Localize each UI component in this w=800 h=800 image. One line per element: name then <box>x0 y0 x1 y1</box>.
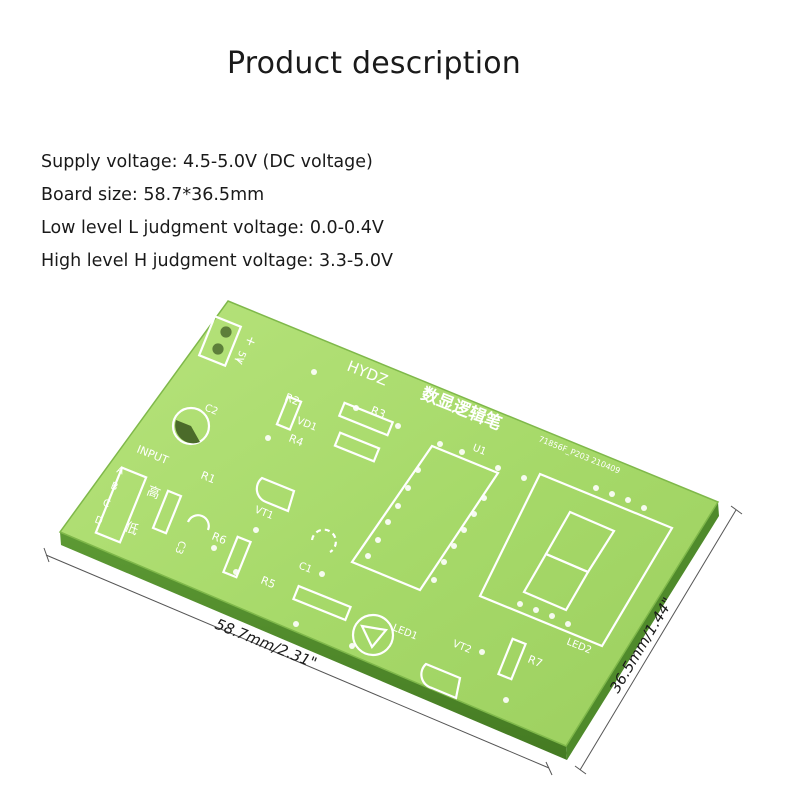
power-voltage-label: 5V <box>232 349 247 366</box>
resistor-r4 <box>333 431 381 463</box>
capacitor-c3 <box>186 514 210 531</box>
dimension-lines <box>43 505 743 776</box>
power-connector <box>197 314 243 368</box>
label-r5: R5 <box>259 574 277 592</box>
pin-c-label: C <box>101 498 112 511</box>
power-plus-label: + <box>243 333 259 351</box>
label-c2: C2 <box>203 403 220 418</box>
label-c1: C1 <box>297 561 314 576</box>
pin-d-label: D <box>93 515 105 528</box>
width-dimension-line <box>45 554 550 769</box>
capacitor-c2-mark <box>175 420 200 444</box>
spec-low-level: Low level L judgment voltage: 0.0-0.4V <box>41 218 384 238</box>
spec-list: Supply voltage: 4.5-5.0V (DC voltage) Bo… <box>41 146 393 278</box>
spec-supply-voltage: Supply voltage: 4.5-5.0V (DC voltage) <box>41 152 373 172</box>
transistor-vt1 <box>255 476 296 513</box>
label-r6: R6 <box>210 530 228 548</box>
label-r4: R4 <box>287 432 305 450</box>
width-dimension-tick-left <box>43 547 50 563</box>
spec-board-size: Board size: 58.7*36.5mm <box>41 185 265 205</box>
label-r3: R3 <box>369 404 387 422</box>
ic-socket-u1 <box>350 444 500 592</box>
spec-high-level: High level H judgment voltage: 3.3-5.0V <box>41 251 393 271</box>
solder-pad <box>220 326 232 338</box>
resistor-r5 <box>291 584 353 622</box>
label-u1: U1 <box>471 443 488 458</box>
resistor-r6 <box>221 535 253 579</box>
board-right-edge <box>566 502 719 760</box>
height-dimension-tick-bottom <box>574 765 587 775</box>
display-led2-frame <box>478 472 674 648</box>
display-segment-bottom <box>522 552 590 612</box>
resistor-r3 <box>337 401 395 437</box>
resistor-r2 <box>275 395 303 431</box>
resistor-r7 <box>496 637 528 681</box>
height-dimension-line <box>579 509 737 771</box>
capacitor-c2-outline <box>171 406 211 446</box>
label-r1: R1 <box>199 469 217 487</box>
label-r7: R7 <box>526 653 544 671</box>
solder-pad <box>212 343 224 355</box>
led1-outline <box>351 613 395 657</box>
board-front-edge <box>60 532 567 760</box>
solder-pads <box>211 369 647 703</box>
height-dimension-tick-top <box>730 505 743 515</box>
high-label-cn: 高 <box>145 483 163 503</box>
label-c3: C3 <box>172 539 187 556</box>
silkscreen <box>94 314 674 700</box>
width-dimension-tick-right <box>545 761 553 776</box>
transistor-vt2 <box>420 662 462 700</box>
label-r2: R2 <box>283 391 301 409</box>
led1-symbol <box>360 624 389 650</box>
low-label-cn: 低 <box>123 520 141 539</box>
pin-a-label: A <box>115 465 126 478</box>
resistor-r1 <box>151 489 183 535</box>
pin-b-label: B <box>109 481 120 494</box>
input-connector <box>94 466 148 544</box>
power-minus-label: − <box>231 352 247 370</box>
page-title: Product description <box>226 46 522 81</box>
